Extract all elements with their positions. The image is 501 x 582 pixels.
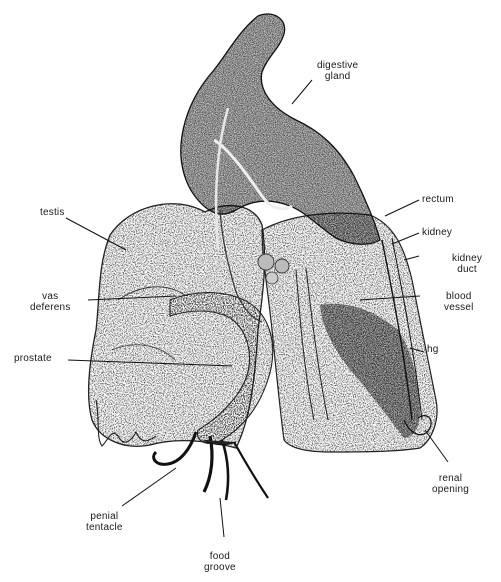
label-rectum: rectum (422, 194, 454, 205)
label-kidney: kidney (422, 227, 452, 238)
label-vas-deferens: vas deferens (30, 291, 71, 313)
label-testis: testis (40, 207, 65, 218)
label-prostate: prostate (14, 353, 52, 364)
label-digestive-gland: digestive gland (317, 60, 358, 82)
label-blood-vessel: blood vessel (444, 291, 474, 313)
label-kidney-duct: kidney duct (452, 253, 482, 275)
kidney-region (262, 213, 437, 452)
label-renal-opening: renal opening (432, 473, 469, 495)
penial-tentacle-region (154, 432, 268, 500)
label-hg: hg (427, 344, 439, 355)
label-food-groove: food groove (204, 551, 236, 573)
label-penial-tentacle: penial tentacle (86, 511, 123, 533)
